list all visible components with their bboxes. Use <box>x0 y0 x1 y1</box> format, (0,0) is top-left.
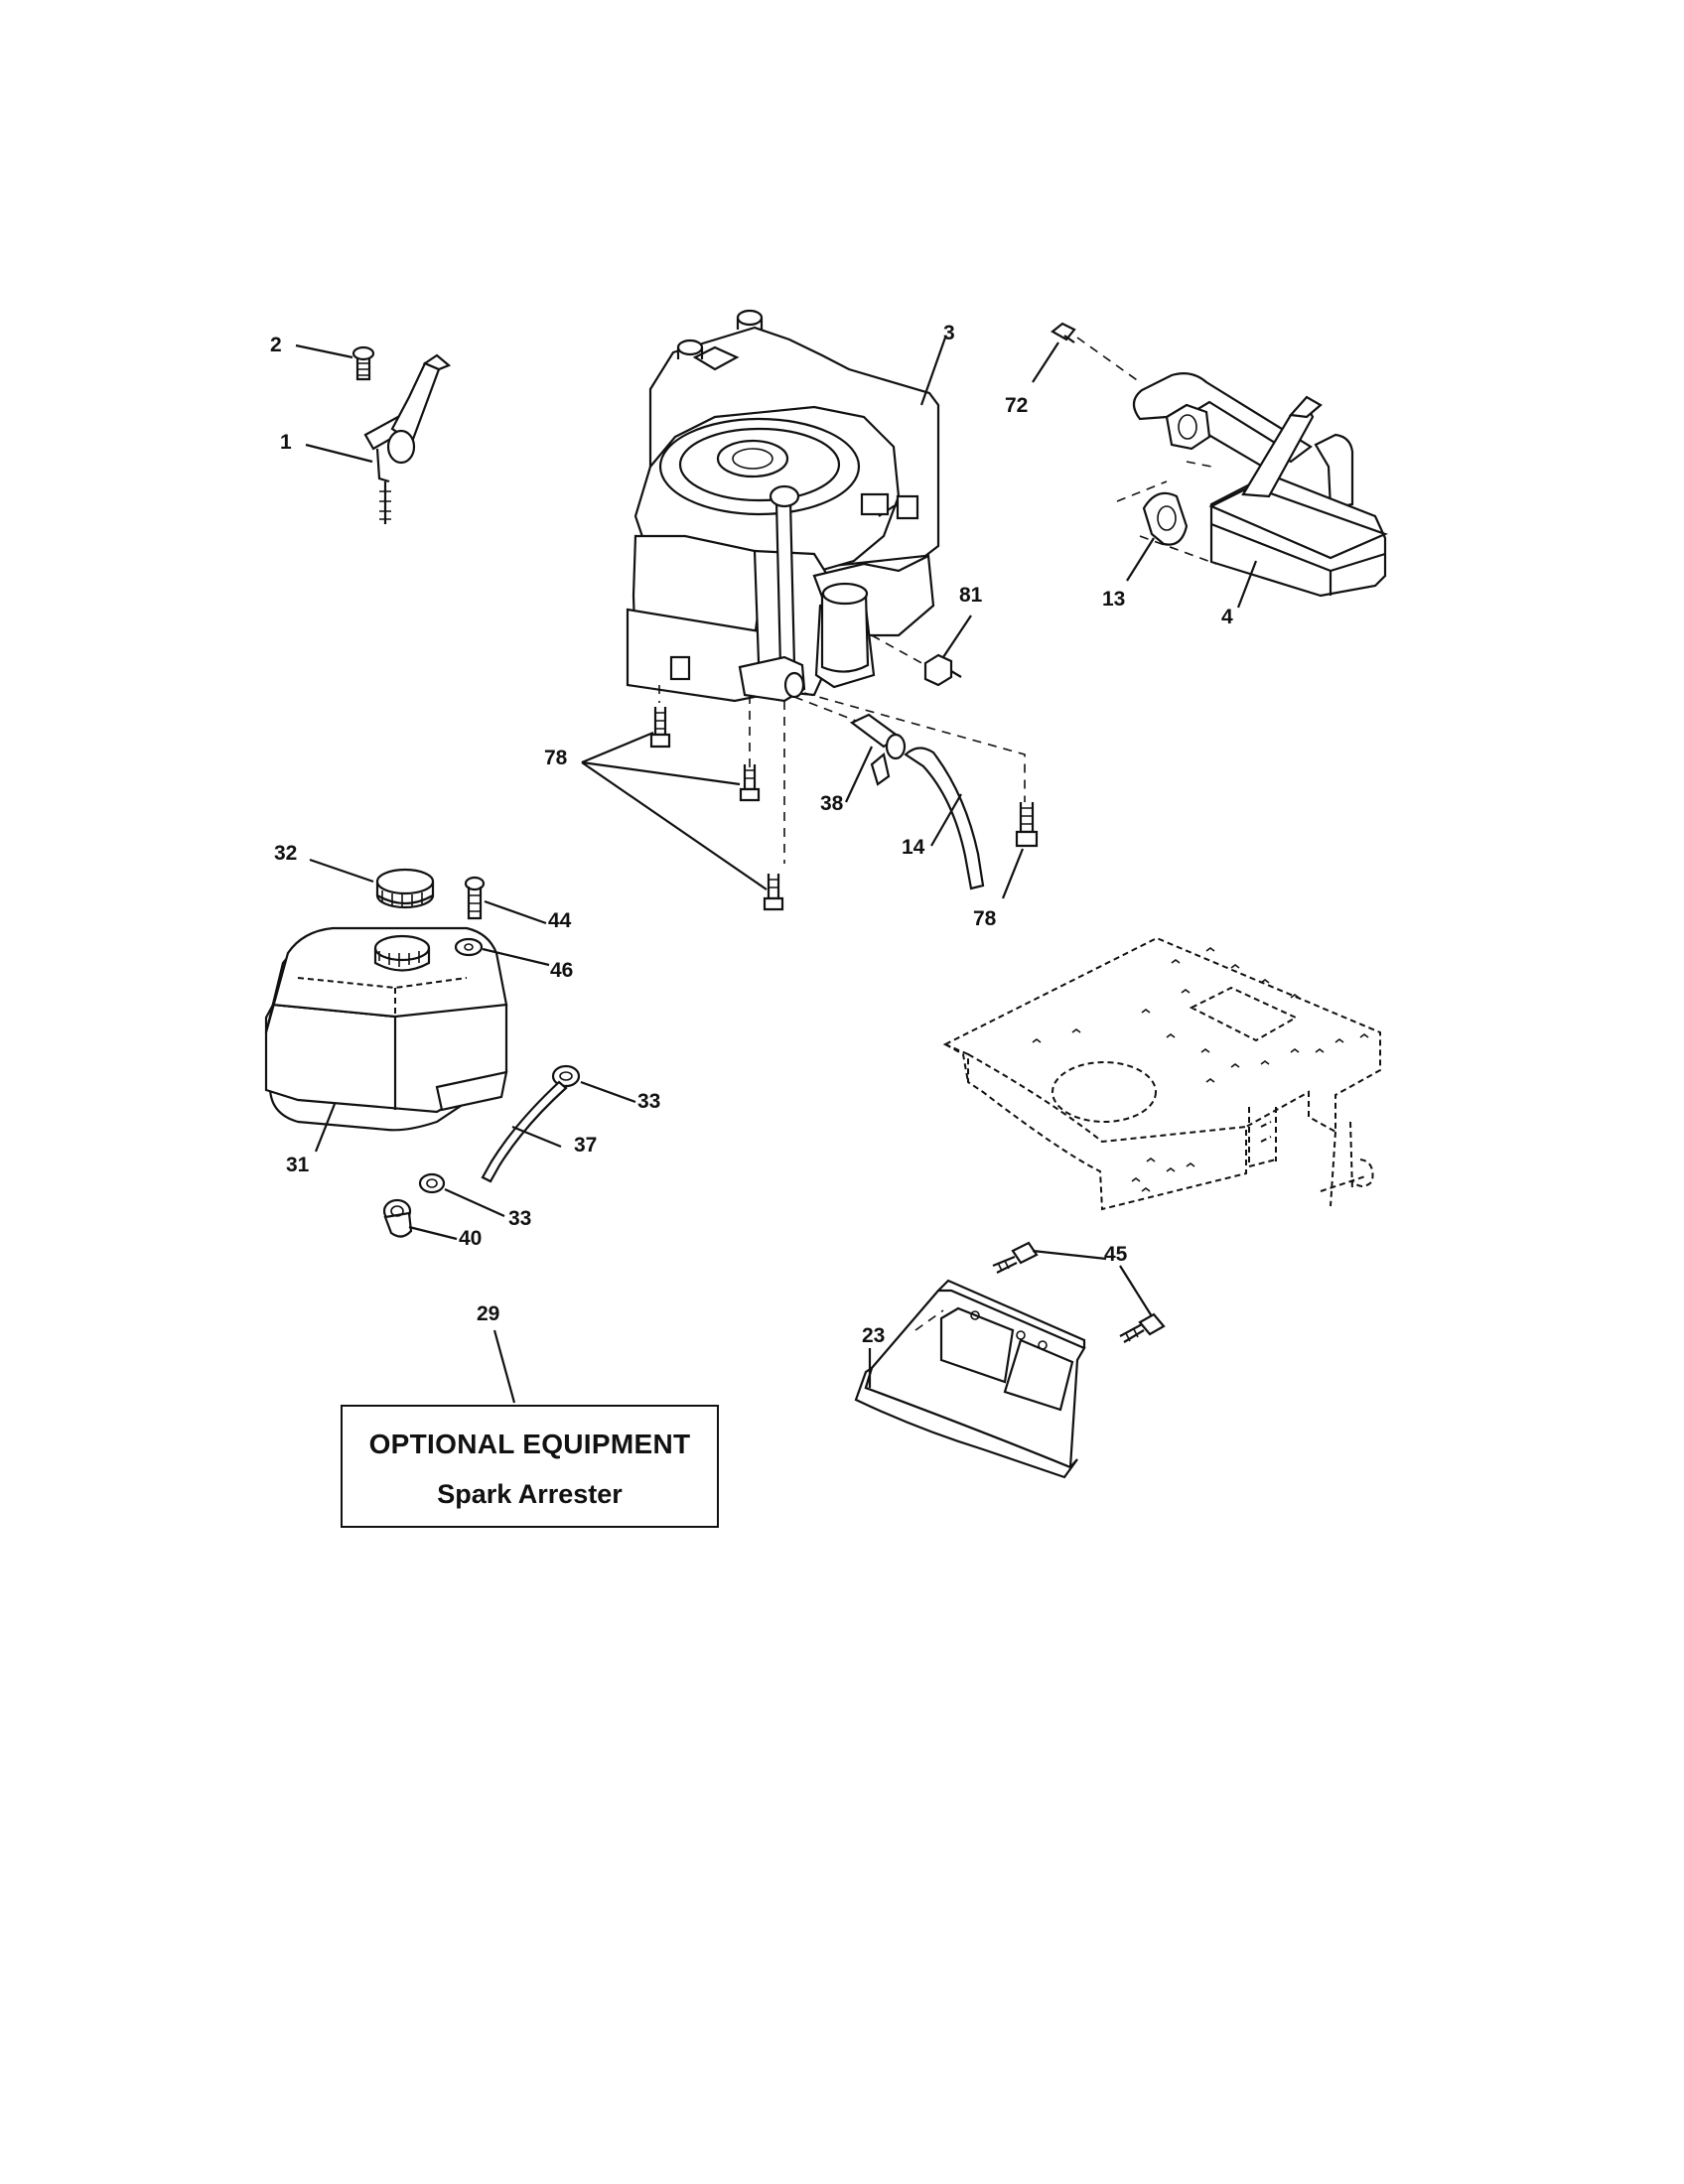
label-part-78-b: 78 <box>973 907 997 930</box>
leader-40 <box>408 1225 458 1241</box>
leader-81 <box>942 614 972 658</box>
leader-33-top <box>580 1080 636 1104</box>
leader-13 <box>1126 537 1155 582</box>
muffler <box>1132 372 1388 598</box>
label-part-2: 2 <box>270 334 282 356</box>
label-part-14: 14 <box>902 836 925 859</box>
leader-29 <box>492 1329 516 1404</box>
optional-equipment-box: OPTIONAL EQUIPMENT Spark Arrester <box>341 1405 719 1528</box>
bolt-78-b <box>739 764 761 802</box>
chassis <box>942 936 1381 1211</box>
leader-45-a <box>1032 1249 1107 1261</box>
label-part-40: 40 <box>459 1227 482 1250</box>
label-part-45: 45 <box>1104 1243 1128 1266</box>
screw-72 <box>1051 322 1076 343</box>
nut-81 <box>923 653 962 687</box>
exhaust-dash-lines <box>1076 337 1217 565</box>
label-part-33-a: 33 <box>637 1090 660 1113</box>
leader-31 <box>314 1103 337 1153</box>
leader-37 <box>511 1125 562 1149</box>
label-part-38: 38 <box>820 792 844 815</box>
label-part-1: 1 <box>280 431 292 454</box>
label-part-33-b: 33 <box>508 1207 531 1230</box>
leader-44 <box>484 899 547 925</box>
fuel-line-37 <box>481 1080 568 1183</box>
label-part-3: 3 <box>943 322 955 344</box>
screw-45-b <box>1119 1312 1166 1343</box>
leader-46 <box>482 947 550 967</box>
valve-dash <box>793 696 857 722</box>
fitting-40 <box>382 1198 413 1238</box>
washer-46 <box>454 937 484 957</box>
fuel-cap-32 <box>375 868 435 909</box>
label-part-4: 4 <box>1221 606 1233 628</box>
leader-4 <box>1236 560 1258 609</box>
leader-1 <box>305 443 373 464</box>
gasket-13 <box>1142 491 1189 546</box>
label-part-13: 13 <box>1102 588 1125 611</box>
label-part-78-a: 78 <box>544 747 568 769</box>
leader-78-b <box>581 760 741 786</box>
hose-14 <box>904 747 985 890</box>
engine <box>626 309 940 703</box>
leader-2 <box>295 343 353 359</box>
mount-dash-lines <box>658 685 1026 864</box>
optional-equipment-title: OPTIONAL EQUIPMENT <box>368 1429 691 1459</box>
bolt-78-d <box>1015 802 1039 848</box>
label-part-44: 44 <box>548 909 572 932</box>
label-part-32: 32 <box>274 842 297 865</box>
bolt-78-c <box>763 874 784 911</box>
leader-33-bottom <box>444 1187 505 1218</box>
leader-45-b <box>1119 1265 1153 1317</box>
leader-38 <box>845 746 873 803</box>
label-part-37: 37 <box>574 1134 597 1157</box>
screw-45-a <box>992 1241 1039 1274</box>
leader-78-d <box>1001 848 1025 899</box>
leader-72 <box>1032 341 1059 383</box>
label-part-46: 46 <box>550 959 573 982</box>
leader-3 <box>919 337 947 406</box>
heat-shield-23 <box>854 1279 1086 1479</box>
leader-32 <box>309 858 374 884</box>
shield-dash <box>914 1309 944 1331</box>
screw-44 <box>464 876 486 920</box>
nut-dash <box>871 634 926 666</box>
optional-equipment-subtitle: Spark Arrester <box>437 1479 623 1509</box>
fuel-tank <box>264 926 508 1132</box>
screw-2 <box>351 345 375 381</box>
drain-valve-38 <box>849 713 907 786</box>
bolt-78-a <box>649 707 671 749</box>
label-part-72: 72 <box>1005 394 1028 417</box>
leader-14 <box>930 793 962 847</box>
throttle-control <box>363 353 452 524</box>
clamp-33-bottom <box>418 1172 446 1194</box>
leader-78-a <box>581 731 654 764</box>
label-part-81: 81 <box>959 584 983 607</box>
leader-78-c <box>581 761 768 890</box>
label-part-31: 31 <box>286 1154 310 1176</box>
label-part-23: 23 <box>862 1324 885 1347</box>
label-part-29: 29 <box>477 1302 499 1325</box>
